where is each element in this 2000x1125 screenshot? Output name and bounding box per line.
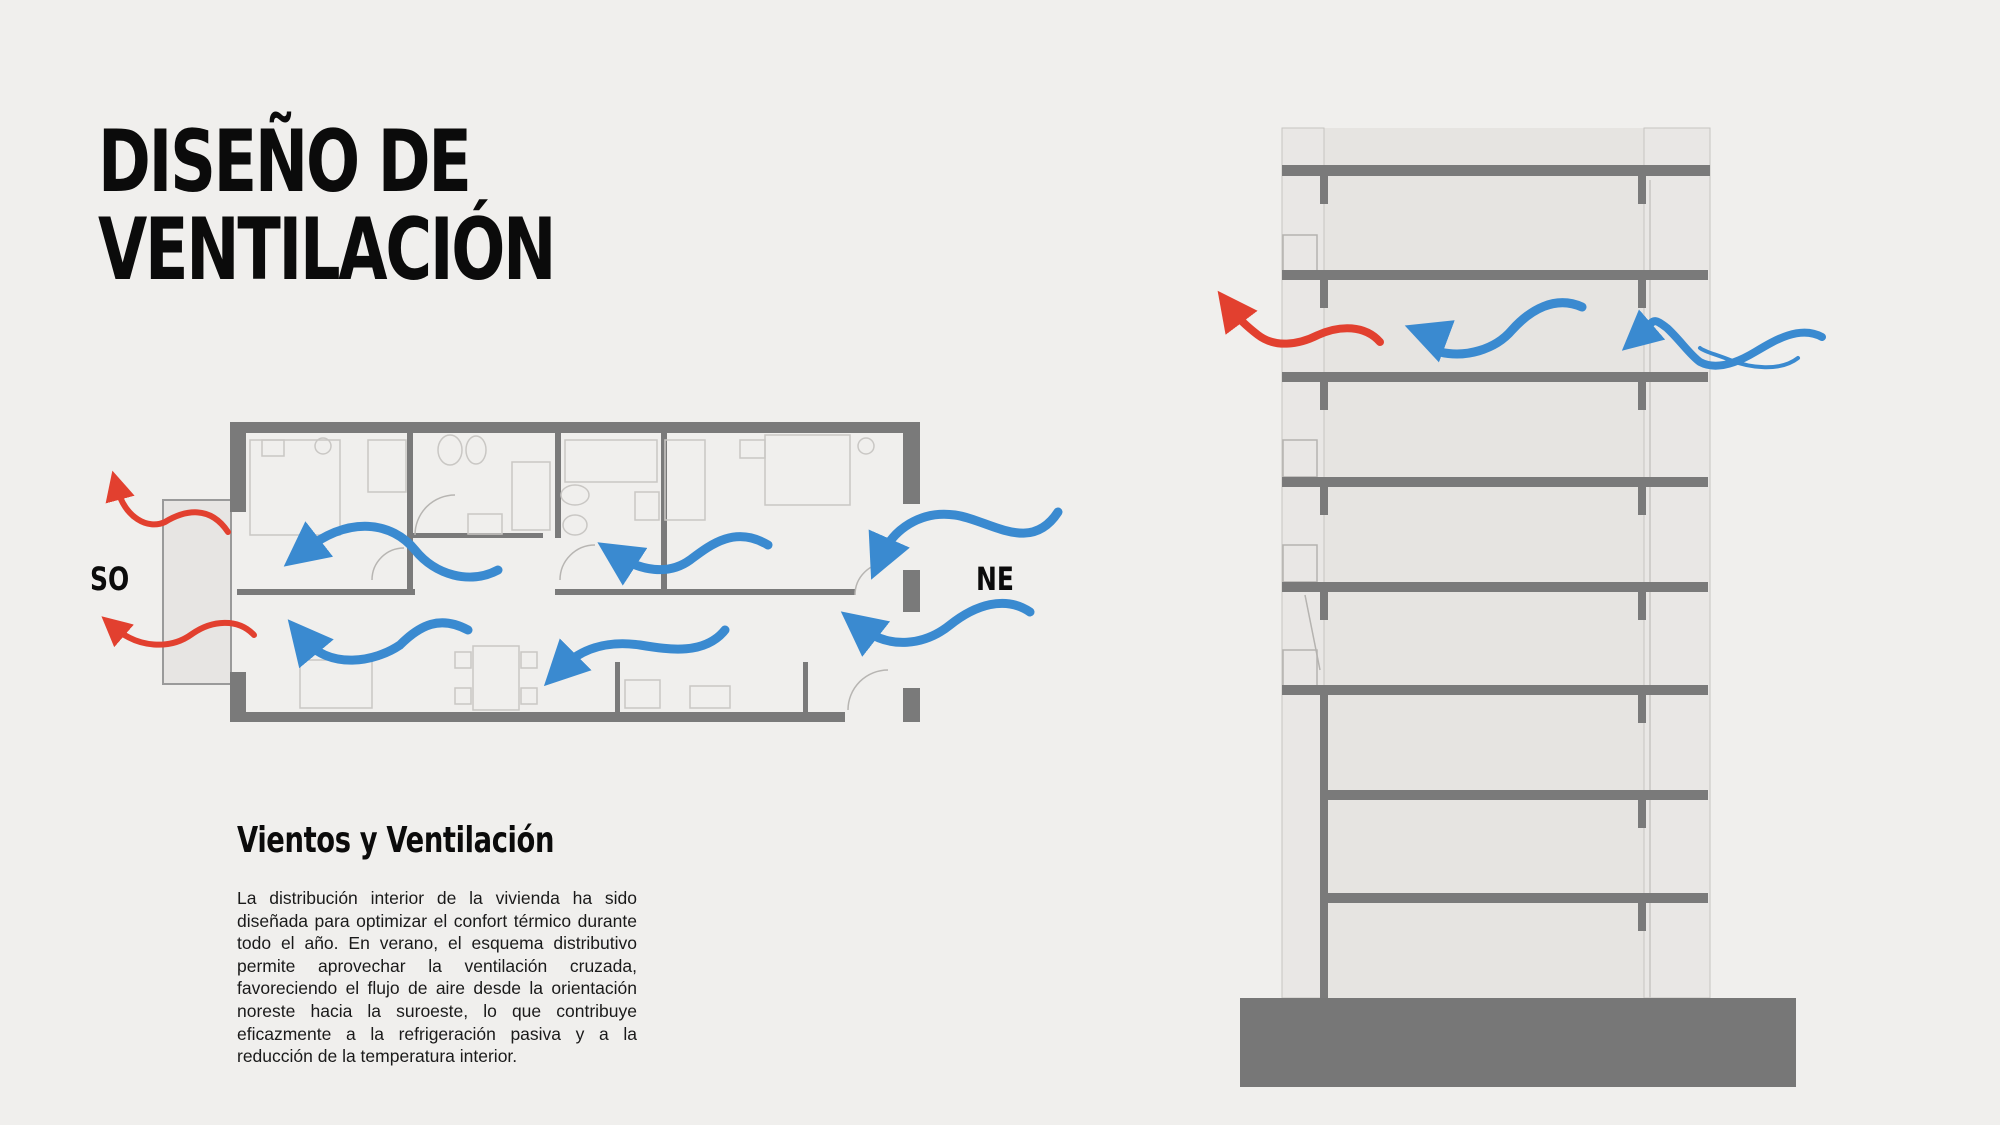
airflow-in-arrow [597, 532, 773, 586]
balcony [162, 499, 232, 685]
orientation-ne-label: NE [976, 560, 1014, 598]
foundation [1240, 998, 1796, 1087]
exterior-walls [230, 422, 920, 722]
page-title: DISEÑO DE VENTILACIÓN [98, 112, 556, 300]
interior-walls [237, 433, 855, 712]
facade-strip-right [1643, 127, 1711, 999]
section-heading: Vientos y Ventilación [237, 820, 555, 861]
airflow-out-arrow [101, 616, 257, 648]
airflow-in-arrow [287, 618, 473, 669]
airflow-in-arrow [543, 625, 730, 687]
airflow-in-arrow [1621, 309, 1826, 370]
airflow-in-arrow [1404, 298, 1587, 363]
title-line-2: VENTILACIÓN [98, 200, 556, 300]
structural-column [1320, 695, 1328, 998]
beam-drops [1320, 176, 1646, 931]
airflow-out-arrow [105, 470, 231, 535]
airflow-in-arrow [1698, 346, 1800, 370]
title-line-1: DISEÑO DE [98, 112, 472, 212]
airflow-in-arrow [283, 521, 503, 582]
airflow-in-arrow [840, 598, 1035, 657]
furniture [249, 434, 875, 711]
airflow-out-arrow [1217, 290, 1384, 348]
orientation-so-label: SO [90, 560, 130, 598]
airflow-in-arrow [868, 507, 1063, 580]
floor-slabs [1282, 165, 1710, 903]
section-paragraph: La distribución interior de la vivienda … [237, 888, 637, 1067]
